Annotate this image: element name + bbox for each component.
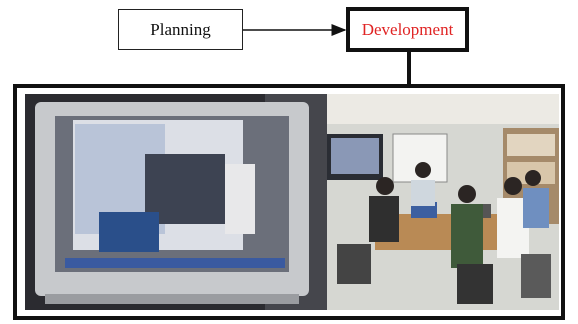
monitor-photo bbox=[25, 94, 327, 310]
development-node: Development bbox=[346, 7, 469, 52]
planning-node: Planning bbox=[118, 9, 243, 50]
development-label: Development bbox=[361, 19, 454, 39]
photo-frame bbox=[13, 84, 565, 320]
planning-label: Planning bbox=[150, 19, 211, 39]
team-meeting-photo bbox=[327, 94, 559, 310]
